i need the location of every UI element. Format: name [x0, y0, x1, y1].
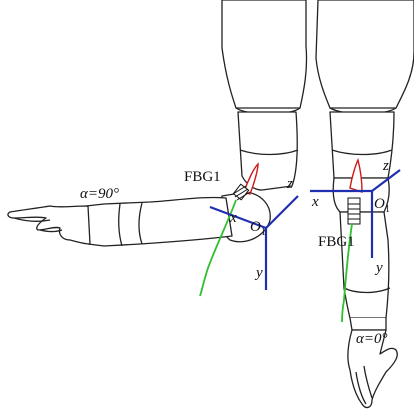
right-torso [316, 0, 414, 108]
left-origin-label: O [250, 219, 261, 235]
right-axis-x-label: x [311, 194, 319, 210]
right-origin-label: O [374, 196, 385, 212]
left-axis-x-label: x [229, 210, 237, 226]
right-origin-subscript: 1 [385, 204, 390, 215]
left-sensor-label: FBG1 [184, 169, 221, 185]
right-angle-label: α=0° [356, 331, 388, 347]
left-angle-label: α=90° [80, 186, 119, 202]
right-axis-y-label: y [374, 260, 383, 276]
right-axis-z-label: z [382, 158, 389, 174]
left-axis-z-label: z [286, 176, 293, 192]
left-axis-z-line [266, 196, 298, 228]
left-hand [8, 206, 90, 244]
left-mannequin [8, 0, 307, 246]
left-torso [222, 0, 307, 108]
left-forearm [86, 197, 232, 246]
right-wrist [350, 318, 386, 330]
left-axis-y-label: y [254, 265, 263, 281]
left-origin-subscript: 1 [261, 227, 266, 238]
right-sensor-label: FBG1 [318, 234, 355, 250]
